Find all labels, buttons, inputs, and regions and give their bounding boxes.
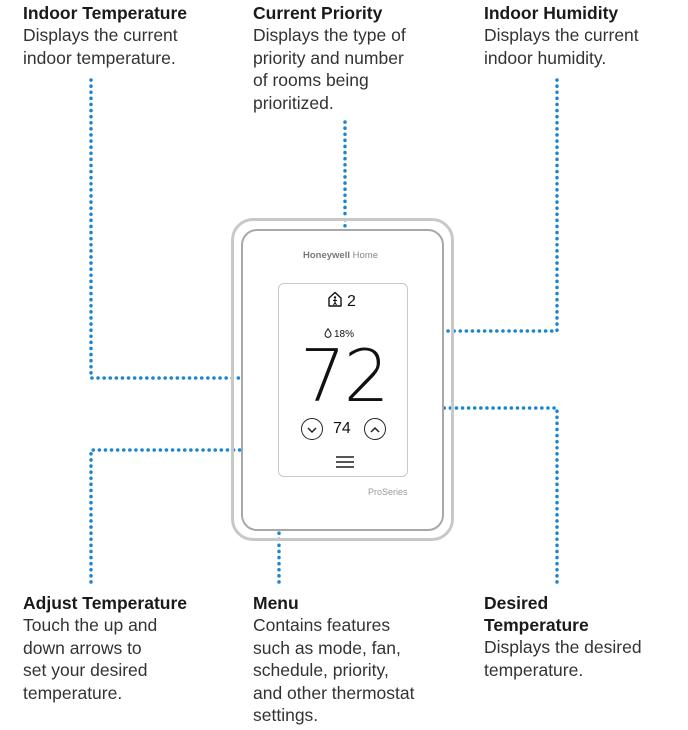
callout-title: Current Priority	[253, 3, 383, 23]
menu-icon[interactable]	[336, 456, 354, 468]
callout-text: Touch the up and	[23, 615, 158, 635]
temperature-down-button[interactable]	[301, 418, 323, 440]
callout-text: down arrows to	[23, 637, 142, 658]
water-drop-icon	[324, 327, 332, 341]
desired-temperature-value: 74	[333, 420, 351, 437]
callout-text: and other thermostat	[253, 682, 415, 703]
callout-adjust-temperature: Adjust Temperature Touch the up and down…	[23, 592, 187, 704]
callout-title: Indoor Humidity	[484, 3, 619, 23]
callout-text: indoor humidity.	[484, 47, 607, 68]
chevron-down-icon	[307, 420, 317, 438]
callout-text: Contains features	[253, 615, 391, 635]
chevron-up-icon	[370, 420, 380, 438]
callout-title: Desired	[484, 593, 549, 613]
callout-indoor-temperature: Indoor Temperature Displays the current …	[23, 2, 187, 69]
temperature-up-button[interactable]	[364, 418, 386, 440]
thermostat-outer-frame	[231, 218, 454, 541]
humidity-value: 18%	[334, 329, 355, 340]
indoor-temperature-value: 72	[300, 334, 390, 418]
callout-text: such as mode, fan,	[253, 637, 401, 658]
callout-desired-temperature: Desired Temperature Displays the desired…	[484, 592, 642, 681]
series-label: ProSeries	[368, 487, 408, 497]
priority-indicator[interactable]: 2	[327, 291, 356, 312]
leader-indoor-temperature	[89, 78, 310, 380]
callout-title: Menu	[253, 593, 299, 613]
priority-count: 2	[347, 292, 356, 310]
callout-text: Displays the desired	[484, 637, 642, 657]
home-priority-icon	[327, 291, 343, 312]
callout-text: set your desired	[23, 660, 148, 680]
callout-title: Indoor Temperature	[23, 3, 188, 23]
brand-logo: Honeywell Home	[303, 250, 378, 261]
thermostat-screen	[278, 283, 408, 477]
callout-text: temperature.	[484, 659, 584, 680]
humidity-readout: 18%	[324, 327, 355, 341]
callout-text: Displays the type of	[253, 25, 406, 45]
callout-text: priority and number	[253, 47, 404, 68]
callout-text: of rooms being	[253, 70, 369, 90]
callout-text: indoor temperature.	[23, 47, 176, 68]
callout-text: prioritized.	[253, 92, 334, 113]
callout-text: settings.	[253, 705, 319, 725]
callout-title: Temperature	[484, 615, 589, 635]
callout-text: Displays the current	[23, 25, 178, 45]
callout-title: Adjust Temperature	[23, 593, 188, 613]
callout-text: Displays the current	[484, 25, 639, 45]
callout-menu: Menu Contains features such as mode, fan…	[253, 592, 414, 727]
callout-indoor-humidity: Indoor Humidity Displays the current ind…	[484, 2, 639, 69]
callout-text: temperature.	[23, 682, 123, 703]
callout-current-priority: Current Priority Displays the type of pr…	[253, 2, 406, 114]
callout-text: schedule, priority,	[253, 660, 389, 680]
